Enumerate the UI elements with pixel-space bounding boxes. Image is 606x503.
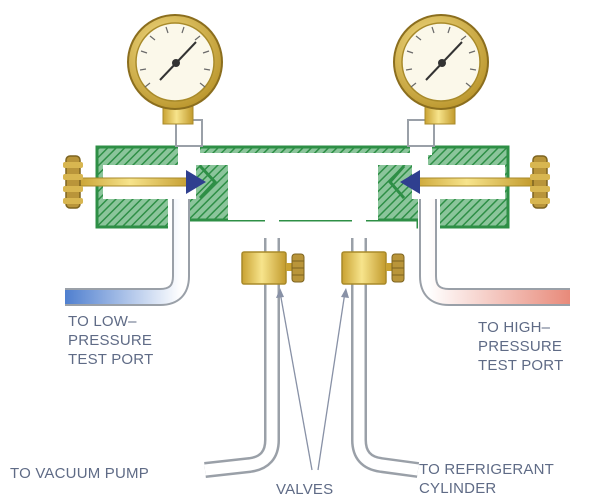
manifold-body <box>95 141 510 238</box>
high-side-hose <box>419 199 570 306</box>
pressure-gauge-icon <box>393 14 489 110</box>
valves-leader-lines <box>279 291 346 471</box>
low-side-gauge <box>127 14 223 147</box>
refrigerant-cylinder-label: TO REFRIGERANT CYLINDER <box>419 460 554 498</box>
center-passage <box>178 153 428 165</box>
high-side-label-line: TO HIGH– <box>478 319 551 336</box>
high-side-gauge <box>393 14 489 147</box>
low-side-label-line: PRESSURE <box>68 332 153 349</box>
vacuum-shutoff-valve <box>241 251 305 285</box>
arrow-icon <box>276 288 284 298</box>
arrow-icon <box>186 170 206 194</box>
refrigerant-label-line: CYLINDER <box>419 480 497 497</box>
high-side-label-line: TEST PORT <box>478 357 564 374</box>
low-side-label: TO LOW– PRESSURE TEST PORT <box>68 312 153 369</box>
arrow-icon <box>400 170 420 194</box>
shutoff-valve-icon <box>241 251 287 285</box>
refrigerant-hose <box>351 238 420 478</box>
center-chamber <box>228 165 378 220</box>
low-side-label-line: TO LOW– <box>68 313 137 330</box>
vacuum-pump-label: TO VACUUM PUMP <box>10 465 149 482</box>
high-side-hand-valve <box>388 155 550 209</box>
refrigerant-shutoff-valve <box>341 251 405 285</box>
low-side-hand-valve <box>63 155 218 209</box>
vacuum-pump-hose <box>204 238 280 478</box>
arrow-icon <box>341 288 349 298</box>
pressure-gauge-icon <box>127 14 223 110</box>
shutoff-valve-icon <box>341 251 387 285</box>
low-side-label-line: TEST PORT <box>68 351 154 368</box>
low-side-hose <box>65 199 190 306</box>
refrigerant-label-line: TO REFRIGERANT <box>419 461 555 478</box>
valves-label: VALVES <box>276 481 334 498</box>
high-side-label: TO HIGH– PRESSURE TEST PORT <box>478 318 563 375</box>
hand-valve-knob-icon <box>65 155 81 209</box>
high-side-label-line: PRESSURE <box>478 338 563 355</box>
hand-valve-knob-icon <box>532 155 548 209</box>
